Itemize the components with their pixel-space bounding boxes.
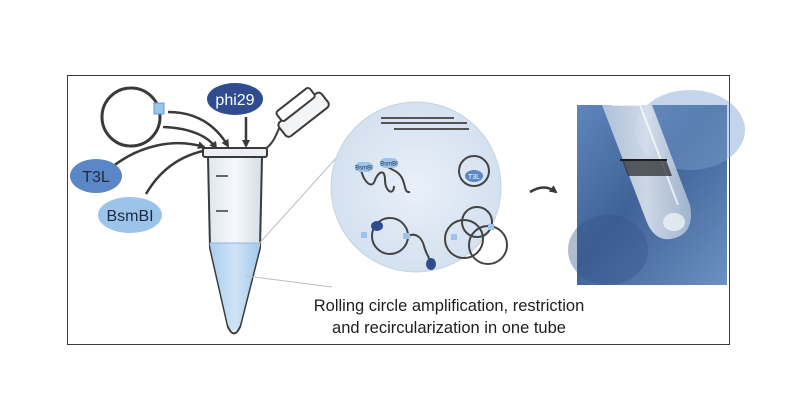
bsmbi-small-label-2: BsmBI	[380, 162, 398, 168]
tube-photo	[568, 90, 745, 285]
bsmbi-small-label-1: BsmBI	[355, 166, 373, 172]
phi29-enzyme: phi29	[207, 83, 263, 115]
zoom-lines	[245, 146, 347, 288]
reaction-tube	[202, 87, 330, 335]
caption-line-1: Rolling circle amplification, restrictio…	[314, 297, 585, 315]
arrow-to-photo	[529, 185, 558, 194]
input-arrows	[111, 110, 250, 195]
inset-magnification: BsmBI BsmBI T3L	[330, 101, 508, 273]
phi29-label: phi29	[215, 92, 254, 109]
t3l-label: T3L	[82, 169, 110, 186]
bsmbi-enzyme: BsmBI	[98, 197, 162, 233]
caption-line-2: and recircularization in one tube	[332, 319, 566, 337]
t3l-enzyme: T3L	[70, 159, 122, 193]
plasmid	[100, 86, 165, 148]
t3l-small-label: T3L	[468, 174, 480, 181]
bsmbi-label: BsmBI	[106, 208, 153, 225]
